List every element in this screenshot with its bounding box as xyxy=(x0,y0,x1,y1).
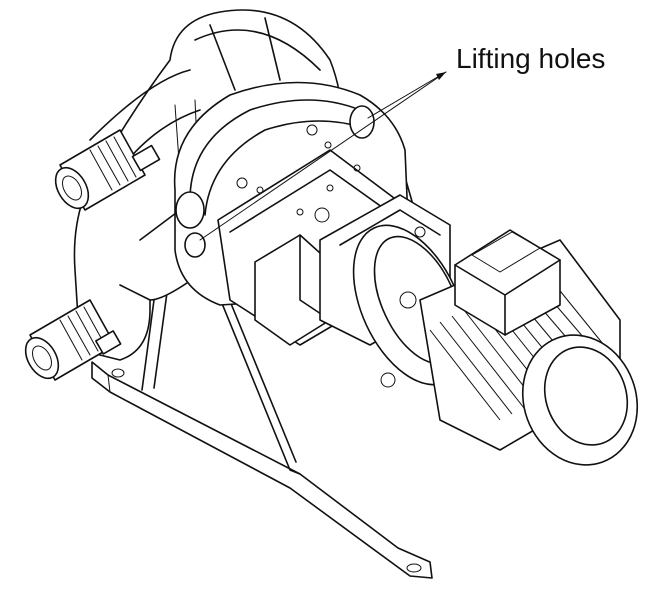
lifting-holes xyxy=(175,105,375,258)
callout-label-lifting-holes: Lifting holes xyxy=(456,43,605,74)
callout-leader-lines xyxy=(199,71,447,241)
hose-connector-upper xyxy=(54,129,161,211)
electric-motor xyxy=(419,229,639,466)
hose-connector-lower xyxy=(24,299,122,381)
